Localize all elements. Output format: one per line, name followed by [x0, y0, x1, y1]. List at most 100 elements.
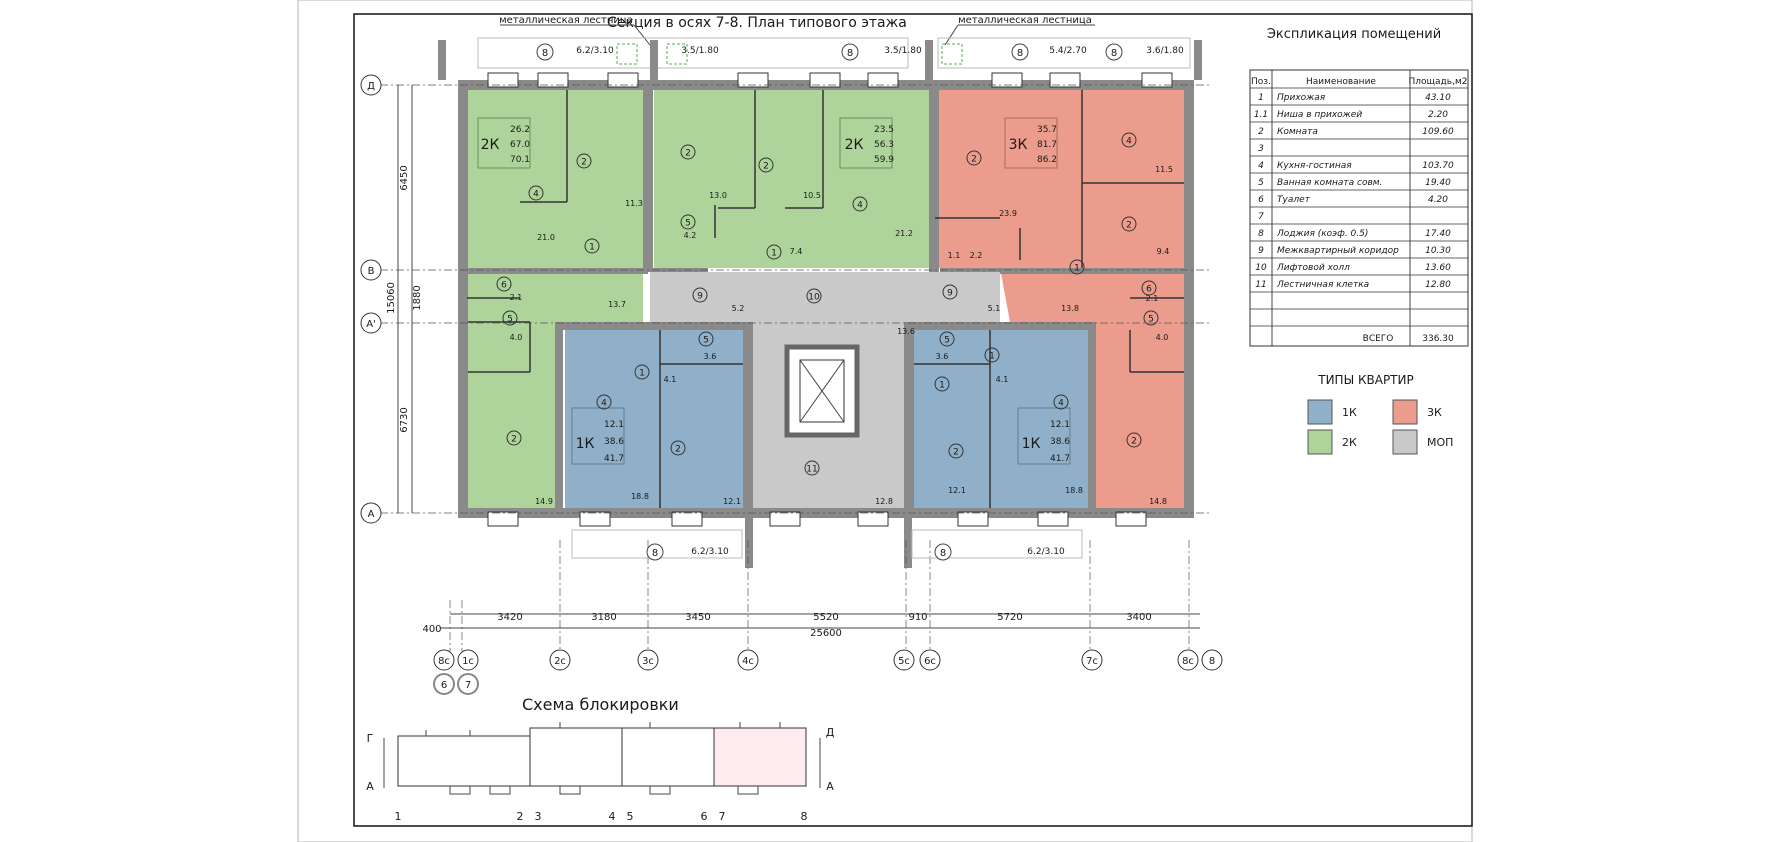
- balcony-area: 3.5/1.80: [884, 46, 922, 56]
- svg-text:6: 6: [501, 281, 507, 291]
- apt-area: 23.5: [874, 125, 894, 135]
- apt-type: 2К: [845, 137, 864, 153]
- explication-table: Экспликация помещений Поз. Наименование …: [1249, 27, 1469, 347]
- room-area: 4.1: [996, 375, 1009, 384]
- table-header: Поз.: [1251, 77, 1271, 87]
- table-cell: Ванная комната совм.: [1277, 178, 1382, 188]
- svg-text:8с: 8с: [1182, 656, 1194, 667]
- row-dim-total: 15060: [386, 282, 397, 314]
- room-area: 21.2: [895, 229, 913, 238]
- table-cell: 109.60: [1422, 127, 1454, 137]
- apt-area: 70.1: [510, 155, 530, 165]
- stair-label-left: металлическая лестница: [499, 15, 633, 26]
- balcony-area: 3.6/1.80: [1146, 46, 1184, 56]
- apt-area: 81.7: [1037, 140, 1057, 150]
- apt-area: 26.2: [510, 125, 530, 135]
- row-axis-label: А: [368, 509, 375, 520]
- room-code: 5: [502, 310, 518, 326]
- plan-title: Секция в осях 7-8. План типового этажа: [607, 15, 907, 31]
- room-area: 14.9: [535, 497, 553, 506]
- room-code: 1: [766, 244, 782, 260]
- room-code: 4: [1053, 394, 1069, 410]
- table-cell: 43.10: [1425, 93, 1451, 103]
- col-dim: 3400: [1126, 612, 1151, 623]
- balcony-area: 6.2/3.10: [1027, 547, 1065, 557]
- row-dim: 6450: [399, 165, 410, 190]
- drawing-frame: [353, 13, 1473, 827]
- svg-text:1: 1: [1074, 264, 1080, 274]
- room-area: 3.6: [704, 352, 717, 361]
- svg-text:5: 5: [507, 315, 513, 325]
- apt-area: 59.9: [874, 155, 894, 165]
- table-cell: 17.40: [1425, 229, 1451, 239]
- legend-item: 3К: [1427, 406, 1442, 419]
- svg-text:5: 5: [944, 336, 950, 346]
- room-area: 1.1: [948, 251, 961, 260]
- room-code: 10: [806, 288, 822, 304]
- room-area: 4.1: [664, 375, 677, 384]
- apartment-2k-left: [467, 90, 643, 268]
- room-area: 12.1: [948, 486, 966, 495]
- room-area: 7.4: [790, 247, 803, 256]
- room-code: 1: [584, 238, 600, 254]
- svg-text:9: 9: [697, 292, 703, 302]
- col-dim: 910: [908, 612, 927, 623]
- room-area: 4.0: [510, 333, 523, 342]
- table-cell: 19.40: [1425, 178, 1451, 188]
- svg-text:6: 6: [1146, 285, 1152, 295]
- table-cell: Ниша в прихожей: [1277, 110, 1362, 120]
- room-area: 12.8: [875, 497, 893, 506]
- svg-text:11: 11: [806, 465, 817, 475]
- legend-item: 2К: [1342, 436, 1357, 449]
- apt-type: 3К: [1009, 137, 1028, 153]
- table-cell: 5: [1258, 178, 1264, 188]
- apt-area: 38.6: [1050, 437, 1070, 447]
- balcony-num: 8: [940, 548, 946, 559]
- room-code: 1: [934, 376, 950, 392]
- svg-text:4: 4: [533, 190, 539, 200]
- svg-text:А: А: [366, 780, 374, 793]
- svg-text:4: 4: [1126, 137, 1132, 147]
- col-dim: 3420: [497, 612, 522, 623]
- svg-text:1: 1: [395, 810, 402, 823]
- room-code: 5: [1143, 310, 1159, 326]
- room-code: 2: [758, 157, 774, 173]
- col-dim: 3180: [591, 612, 616, 623]
- windows: [487, 72, 1173, 527]
- svg-text:1: 1: [771, 249, 777, 259]
- legend-item: 1К: [1342, 406, 1357, 419]
- balcony-area: 5.4/2.70: [1049, 46, 1087, 56]
- svg-text:2: 2: [675, 445, 681, 455]
- table-cell: 8: [1258, 229, 1264, 239]
- apartment-1k-right: [910, 330, 1088, 508]
- room-area: 4.0: [1156, 333, 1169, 342]
- room-code: 4: [852, 196, 868, 212]
- svg-text:4: 4: [857, 201, 863, 211]
- svg-text:2с: 2с: [554, 656, 566, 667]
- table-cell: 7: [1258, 212, 1264, 222]
- svg-text:6: 6: [441, 680, 447, 691]
- room-area: 9.4: [1157, 247, 1170, 256]
- stair-label-right: металлическая лестница: [958, 15, 1092, 26]
- svg-text:8: 8: [801, 810, 808, 823]
- room-code: 5: [939, 331, 955, 347]
- svg-text:7с: 7с: [1086, 656, 1098, 667]
- svg-text:Г: Г: [367, 732, 374, 745]
- svg-text:9: 9: [947, 289, 953, 299]
- row-axis-label: А': [366, 319, 376, 330]
- svg-text:8с: 8с: [438, 656, 450, 667]
- room-area: 5.2: [732, 304, 745, 313]
- room-area: 2.1: [1146, 294, 1159, 303]
- room-code: 1: [634, 364, 650, 380]
- table-cell: 4: [1258, 161, 1264, 171]
- svg-text:2: 2: [511, 435, 517, 445]
- legend-item: МОП: [1427, 436, 1453, 449]
- axis-lines: [380, 84, 1210, 660]
- table-cell: 103.70: [1422, 161, 1454, 171]
- room-area: 14.8: [1149, 497, 1167, 506]
- svg-text:1: 1: [589, 243, 595, 253]
- apartment-fills: [467, 90, 1184, 508]
- room-area: 18.8: [631, 492, 649, 501]
